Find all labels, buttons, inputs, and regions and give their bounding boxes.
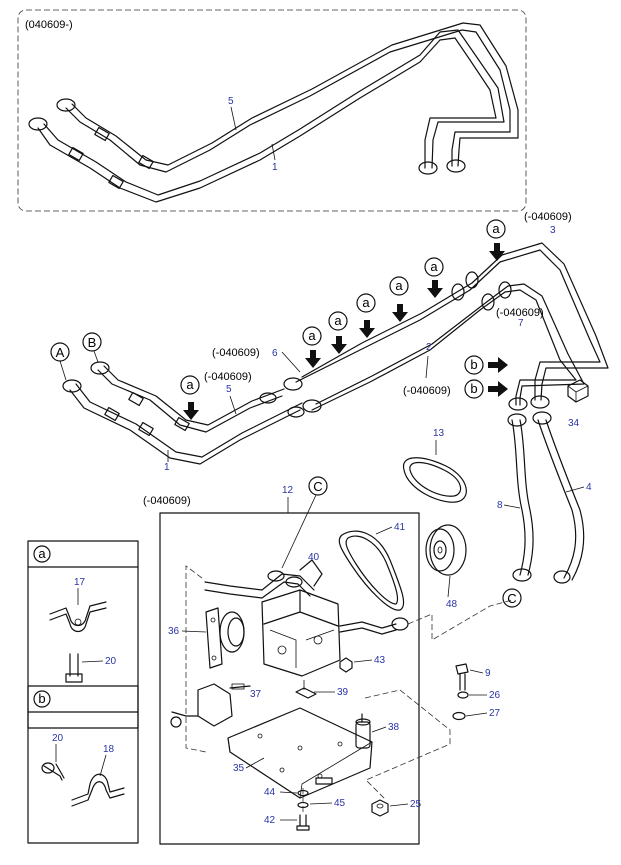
svg-text:a: a: [395, 278, 403, 293]
part-39-label: 39: [337, 687, 349, 698]
part-48-label: 48: [446, 599, 458, 610]
part-2-date-note: (-040609): [403, 385, 451, 397]
svg-text:b: b: [38, 691, 45, 706]
mount-38: [355, 713, 371, 749]
callout-a-4: a: [356, 293, 376, 338]
svg-text:b: b: [470, 381, 477, 396]
callout-C-pipe-end: C: [502, 588, 522, 608]
pulley-48: [425, 524, 467, 576]
washer-27: [452, 711, 466, 721]
callout-a-3: a: [328, 311, 348, 354]
part-26-label: 26: [489, 690, 501, 701]
part-18-label: 18: [103, 744, 115, 755]
part-17-label: 17: [74, 577, 86, 588]
tensioner-36: [205, 607, 245, 669]
upper-right-date-note: (-040609): [524, 211, 572, 223]
compressor-assembly-box: [159, 512, 420, 845]
svg-text:a: a: [430, 259, 438, 274]
part-40-label: 40: [308, 552, 320, 563]
clamp-legend: a b: [27, 540, 139, 844]
svg-text:a: a: [334, 313, 342, 328]
svg-text:a: a: [362, 295, 370, 310]
nut-25: [371, 799, 389, 817]
part-36-label: 36: [168, 626, 180, 637]
callout-b-1: b: [464, 355, 508, 375]
top-box-pipes: [28, 22, 519, 203]
part-45-label: 45: [334, 798, 346, 809]
part-7-date-note: (-040609): [496, 307, 544, 319]
bolt-9: [455, 663, 469, 691]
part-38-label: 38: [388, 722, 400, 733]
part-1-date-note: (-040609): [143, 495, 191, 507]
part-20-label-b: 20: [52, 733, 64, 744]
washer-26: [457, 691, 469, 699]
nut-43: [339, 657, 353, 673]
callout-a-6: a: [424, 257, 444, 298]
part-2-label: 2: [426, 342, 432, 353]
svg-text:a: a: [186, 377, 194, 392]
svg-text:B: B: [88, 335, 97, 350]
part-6-label: 6: [272, 348, 278, 359]
part-8-label: 8: [497, 500, 503, 511]
part-5-label: 5: [226, 384, 232, 395]
callout-a-7: a: [486, 219, 506, 261]
part-7-label: 7: [518, 318, 524, 329]
part-6-date-note: (-040609): [212, 347, 260, 359]
callout-B: B: [82, 332, 102, 363]
base-plate-35: [227, 707, 373, 799]
part-20-label-a: 20: [105, 656, 117, 667]
part-1-label: 1: [164, 462, 170, 473]
part-27-label: 27: [489, 708, 501, 719]
svg-text:C: C: [313, 479, 322, 494]
part-3-label: 3: [550, 225, 556, 236]
callout-a-1: a: [180, 375, 200, 420]
callout-b-2: b: [464, 379, 508, 399]
top-box-date-note: (040609-): [25, 19, 73, 31]
svg-text:a: a: [308, 328, 316, 343]
part-9-label: 9: [485, 668, 491, 679]
svg-text:C: C: [507, 591, 516, 606]
part-5-date-note: (-040609): [204, 371, 252, 383]
belt-13: [402, 457, 467, 503]
part-41-label: 41: [394, 522, 406, 533]
vertical-pipes-8-4: [507, 411, 585, 584]
part-37-label: 37: [250, 689, 262, 700]
top-part-5-label: 5: [228, 96, 234, 107]
top-variant-box: [17, 9, 527, 212]
callout-a-2: a: [302, 326, 322, 368]
washer-39: [295, 680, 317, 699]
part-42-label: 42: [264, 815, 276, 826]
callout-C-compressor: C: [281, 476, 328, 569]
svg-text:a: a: [492, 221, 500, 236]
part-25-label: 25: [410, 799, 422, 810]
part-34-label: 34: [568, 418, 580, 429]
part-35-label: 35: [233, 763, 245, 774]
part-43-label: 43: [374, 655, 386, 666]
callout-a-5: a: [389, 276, 409, 322]
callout-A: A: [50, 342, 70, 381]
svg-text:b: b: [470, 357, 477, 372]
bracket-37: [170, 683, 251, 728]
part-13-label: 13: [433, 428, 445, 439]
belt-41: [338, 530, 405, 611]
part-4-label: 4: [586, 482, 592, 493]
bolt-42-stack: [296, 788, 310, 831]
svg-text:a: a: [38, 546, 46, 561]
svg-text:A: A: [56, 345, 65, 360]
part-12-label: 12: [282, 485, 294, 496]
part-44-label: 44: [264, 787, 276, 798]
top-part-1-label: 1: [272, 162, 278, 173]
part-34-block: [567, 379, 589, 403]
middle-pipes: [62, 242, 609, 465]
